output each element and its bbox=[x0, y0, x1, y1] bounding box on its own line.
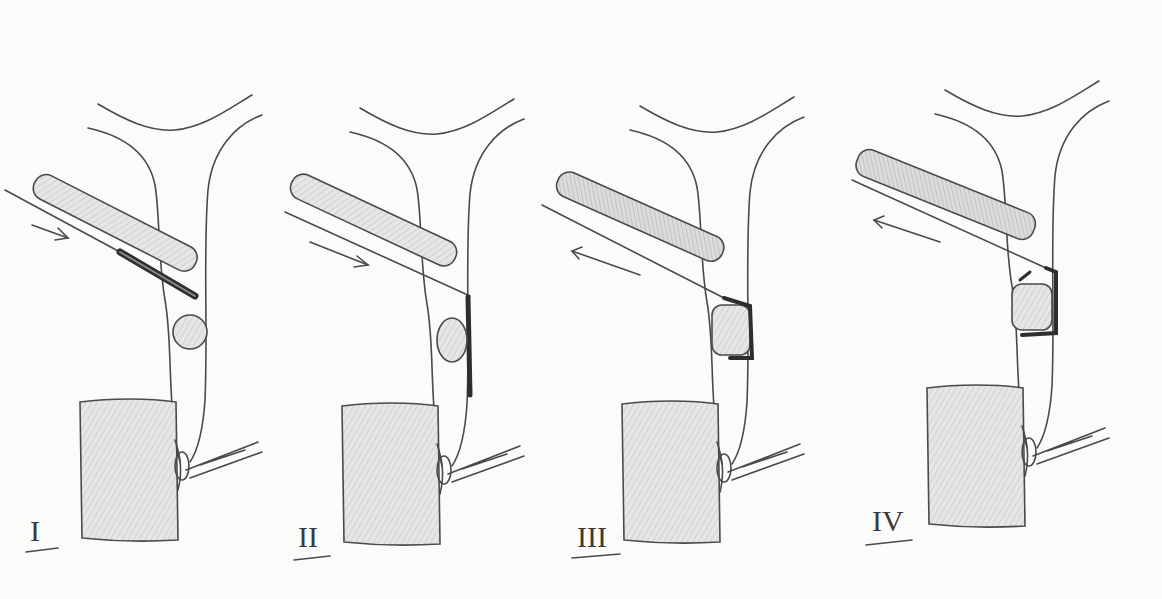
panel-number: I bbox=[30, 516, 40, 546]
panel-number: II bbox=[298, 522, 318, 552]
panel-number: IV bbox=[872, 506, 904, 536]
panel-number: III bbox=[577, 522, 607, 552]
